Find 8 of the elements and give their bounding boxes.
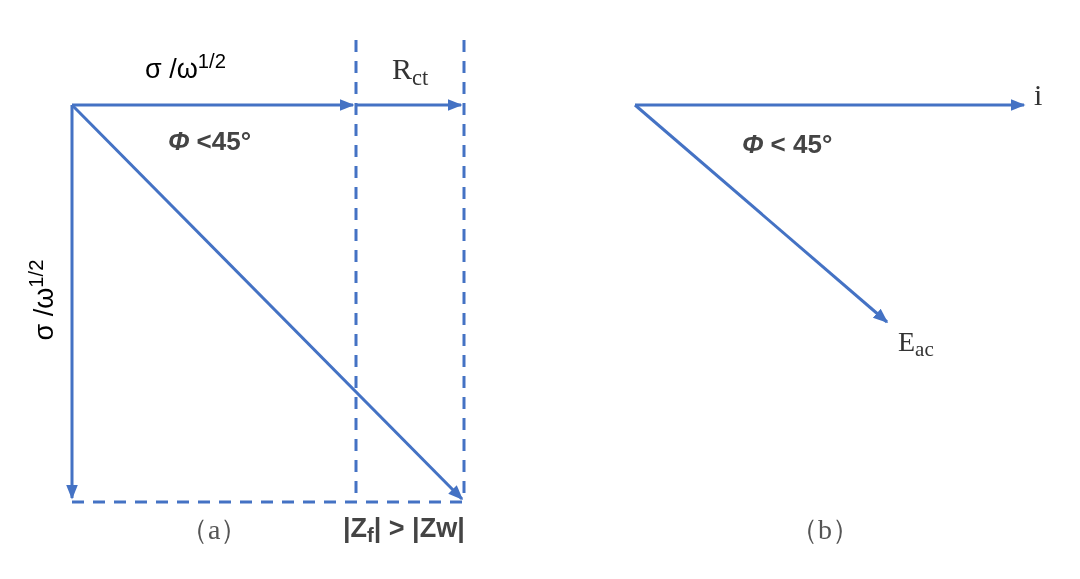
angle-label: Φ <45° <box>168 128 252 154</box>
panel-label: （a） <box>180 516 249 544</box>
angle-label: Φ < 45° <box>742 131 833 157</box>
vector-label: R$_{ct}$ <box>392 54 429 84</box>
panel-label: （b） <box>790 516 860 544</box>
vector-label: E$_{ac}$ <box>898 328 934 356</box>
vector-label: i <box>1034 80 1043 110</box>
impedance-relation: |Z$_{f}$| > |Zw| <box>343 515 465 542</box>
